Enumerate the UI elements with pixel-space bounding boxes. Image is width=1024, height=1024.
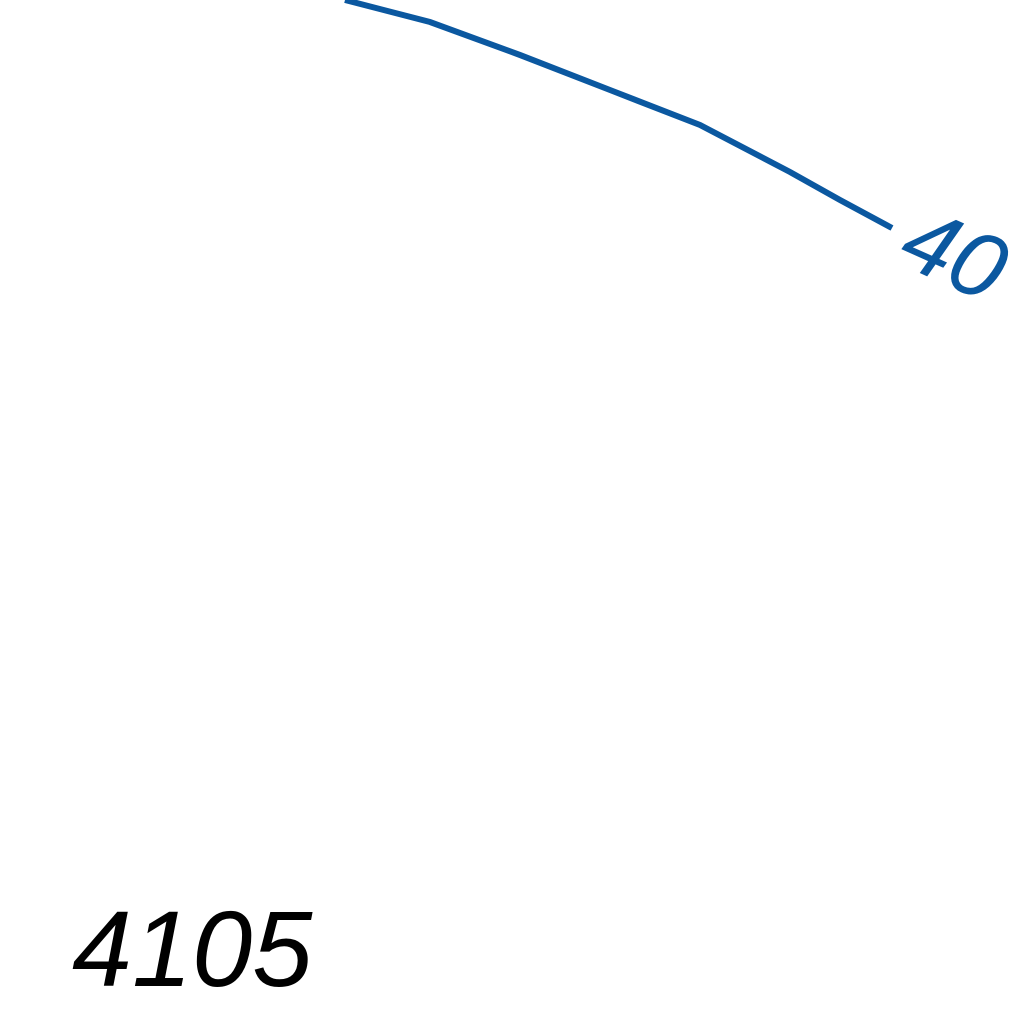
parcel-number-label: 4105 <box>72 888 313 1009</box>
contour-line <box>344 0 894 231</box>
